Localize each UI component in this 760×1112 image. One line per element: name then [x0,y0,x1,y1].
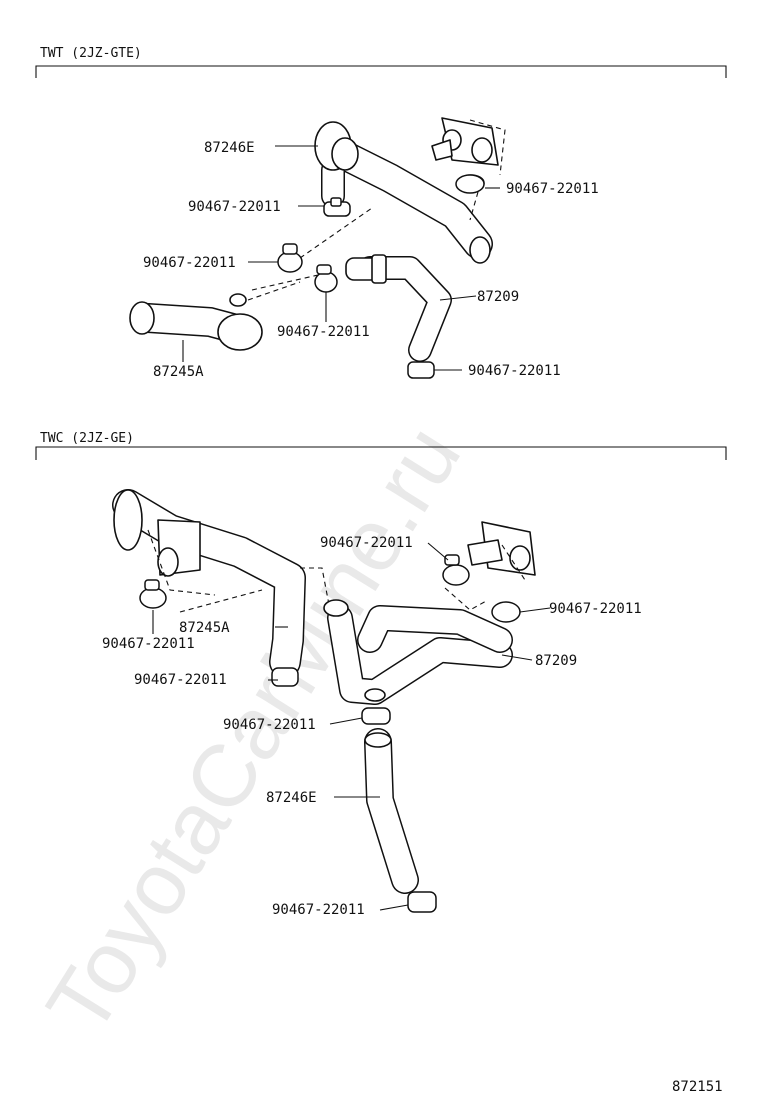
label-clamp-s2-b: 90467-22011 [102,636,195,652]
clamp-s2-d [271,667,299,687]
clamp-s1-b [277,243,303,273]
hose-87209-lower [323,599,513,705]
label-clamp-s2-a: 90467-22011 [320,535,413,551]
label-clamp-s1-a: 90467-22011 [188,199,281,215]
label-clamp-s1-b: 90467-22011 [143,255,236,271]
hose-87209-upper [345,254,452,362]
label-87209-lower: 87209 [535,653,577,669]
hose-87245A-lower [112,489,306,678]
clamp-s2-a [442,554,470,586]
clamp-s1-e [407,361,435,379]
figure-number: 872151 [672,1079,723,1095]
label-clamp-s1-c: 90467-22011 [277,324,370,340]
label-87246E-upper: 87246E [204,140,255,156]
clamp-s2-e [361,707,391,725]
label-clamp-s2-d: 90467-22011 [134,672,227,688]
clamp-s2-f [407,891,437,913]
clamp-s2-b [139,579,167,609]
label-87245A-upper: 87245A [153,364,204,380]
hose-87246E-lower [364,728,419,894]
section-bracket-twc [35,446,727,460]
section-title-twt: TWT (2JZ-GTE) [40,46,142,61]
label-clamp-s2-e: 90467-22011 [223,717,316,733]
label-87209-upper: 87209 [477,289,519,305]
hose-87245A-upper [129,293,263,351]
section-bracket-twt [35,65,727,78]
fitting-lower-right [467,521,536,576]
clamp-s1-a [323,197,351,217]
label-clamp-s2-c: 90467-22011 [549,601,642,617]
section-title-twc: TWC (2JZ-GE) [40,431,134,446]
clamp-s1-c [314,264,338,293]
label-clamp-s2-f: 90467-22011 [272,902,365,918]
clamp-s2-c [491,601,521,623]
label-87245A-lower: 87245A [179,620,230,636]
label-clamp-s1-e: 90467-22011 [468,363,561,379]
hose-87246E-upper [314,121,493,264]
label-87246E-lower: 87246E [266,790,317,806]
label-clamp-s1-d: 90467-22011 [506,181,599,197]
clamp-s1-d [455,174,485,194]
